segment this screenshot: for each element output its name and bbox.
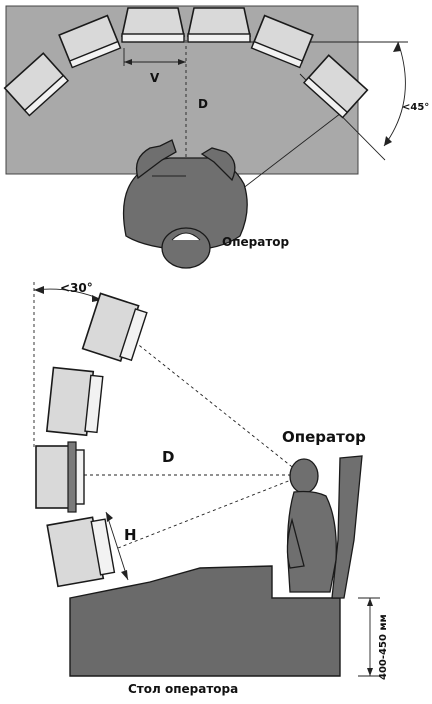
monitor-side-middle — [35, 441, 85, 513]
arrowhead — [393, 42, 401, 52]
angle-arc — [383, 41, 406, 147]
distance-label-side: D — [162, 448, 174, 466]
chair-back — [331, 455, 363, 599]
angle-label-side: <30° — [60, 281, 93, 295]
monitor-side-upper — [45, 366, 104, 437]
monitor-top-center-right — [187, 7, 251, 43]
monitor-top-right-1 — [250, 14, 314, 69]
height-label: H — [124, 526, 137, 544]
operator-side-figure — [286, 458, 337, 593]
sightline-upper — [129, 337, 297, 471]
height-dimension-line — [105, 511, 129, 581]
monitor-top-left-1 — [58, 14, 122, 69]
top-view: V D <45° Оператор — [3, 5, 429, 269]
desk-label: Стол оператора — [128, 682, 238, 696]
angle-label-top: <45° — [402, 102, 429, 113]
distance-label-top: D — [198, 97, 208, 111]
seat-height-label: 400-450 мм — [378, 614, 389, 680]
arrowhead — [384, 136, 392, 146]
monitor-top-left-2 — [3, 52, 70, 117]
operator-top-figure — [122, 139, 248, 269]
monitor-top-center-left — [121, 7, 185, 43]
sightline-lower — [117, 477, 297, 549]
width-label: V — [150, 71, 160, 85]
monitor-top-right-2 — [302, 54, 369, 119]
operator-label-top: Оператор — [222, 235, 290, 249]
side-view: <30° H D — [33, 281, 389, 696]
monitor-side-lower — [46, 516, 116, 588]
operator-label-side: Оператор — [282, 428, 366, 446]
monitor-side-top — [81, 292, 148, 362]
